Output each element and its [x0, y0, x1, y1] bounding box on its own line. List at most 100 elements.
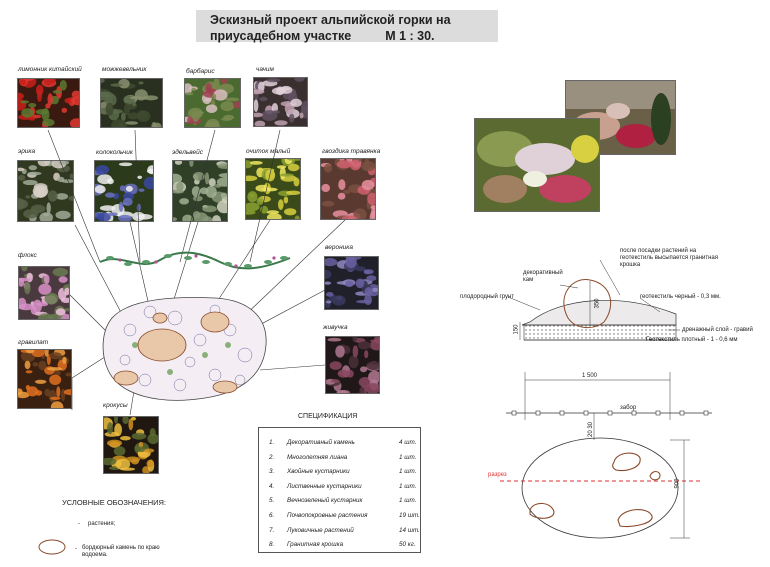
plant-photo-image [185, 79, 240, 127]
plant-photo-ochitok [245, 158, 301, 220]
legend-stone-mark: - [75, 546, 77, 552]
plant-label-mozhzhevelnik: можжевельник [102, 66, 147, 73]
plant-photo-image [18, 350, 71, 408]
plant-photo-veronika [324, 256, 379, 310]
dim-side: 20 30 [588, 421, 595, 438]
label-geotextile-dense: Геотекстиль плотный - 1 - 0,6 мм [646, 337, 738, 343]
vine [99, 251, 291, 270]
plant-photo-image [325, 257, 378, 309]
dim-350: 350 [594, 298, 601, 309]
label-fertile-soil: плодородный грунт [460, 294, 515, 300]
garden-photo-back [565, 80, 676, 155]
spec-row-number: 7. [269, 526, 275, 534]
spec-row-qty: 4 шт. [399, 439, 417, 446]
spec-row-name: Почвопокровные растения [287, 512, 368, 519]
label-after-planting: после посадки растений на геотекстиль вы… [620, 248, 719, 268]
plant-photo-image [19, 267, 69, 319]
plant-label-barbaris: барбарис [186, 68, 215, 75]
spec-row-name: Декоративный камень [287, 439, 355, 446]
plant-label-gvozdika: гвоздика травянка [322, 148, 381, 155]
leader-lines [47, 129, 346, 416]
plant-photo-barbaris [184, 78, 241, 128]
plant-label-veronika: вероника [325, 244, 353, 251]
spec-heading: СПЕЦИФИКАЦИЯ [298, 413, 358, 420]
plant-label-ochitok: очиток малый [246, 148, 291, 155]
garden-photo-front [474, 118, 600, 212]
label-cut: разрез [488, 472, 507, 478]
plant-photo-image [246, 159, 300, 219]
plant-photo-mozhzhevelnik [100, 78, 163, 128]
spec-row: 3. Хвойные кустарники 1 шт. [259, 465, 422, 479]
spec-row-number: 8. [269, 541, 275, 549]
plant-label-limonnik: лимонник китайский [18, 66, 82, 73]
plant-photo-gvozdika [320, 158, 376, 220]
spec-row: 1. Декоративный камень 4 шт. [259, 436, 422, 450]
plant-label-chachim: чачим [256, 66, 274, 73]
spec-row: 6. Почвопокровные растения 19 шт. [259, 509, 422, 523]
spec-row-qty: 50 кг. [399, 541, 416, 549]
spec-row: 2. Многолетняя лиана 1 шт. [259, 451, 422, 465]
plant-label-zhivuchka: живучка [323, 324, 348, 331]
label-geotextile-black: геотекстиль черный - 0,3 мм. [640, 294, 721, 300]
page-title: Эскизный проект альпийской горки на приу… [210, 12, 451, 44]
label-drain-layer: дренажный слой - гравий [682, 327, 753, 333]
plant-photo-gravilat [17, 349, 72, 409]
dim-900: 900 [674, 478, 681, 489]
legend-marks [38, 539, 66, 555]
spec-row: 5. Вечнозеленый кустарник 1 шт. [259, 494, 422, 508]
plant-photo-edelveys [172, 160, 228, 222]
plant-photo-kolokolchik [94, 160, 154, 222]
dim-150: 150 [513, 324, 520, 335]
spec-row-name: Многолетняя лиана [287, 453, 348, 461]
title-scale: М 1 : 30. [385, 29, 435, 43]
plant-label-krokusy: крокусы [103, 402, 128, 409]
plant-photo-image [173, 161, 227, 221]
rock-garden-plan [102, 297, 267, 401]
spec-row-number: 3. [269, 468, 275, 476]
spec-row: 4. Лиственные кустарники 1 шт. [259, 480, 422, 494]
spec-row-number: 5. [269, 497, 275, 505]
spec-row-qty: 1 шт. [399, 468, 417, 476]
label-decor-stone: декоративный кам [523, 270, 563, 283]
plant-photo-limonnik [17, 78, 80, 128]
spec-row-number: 6. [269, 512, 275, 519]
plant-label-kolokolchik: колокольчик [96, 149, 133, 156]
legend-plants-label: растения; [88, 521, 116, 527]
spec-row: 7. Луковичные растений 14 шт. [259, 524, 422, 538]
title-box [196, 10, 498, 42]
title-line2: приусадебном участке [210, 29, 352, 43]
legend-plant-mark: - [78, 521, 80, 527]
plant-photo-image [18, 79, 79, 127]
plant-label-erika: эрика [18, 148, 36, 155]
title-line1: Эскизный проект альпийской горки на [210, 13, 451, 27]
spec-row-name: Лиственные кустарники [287, 482, 362, 490]
spec-row-qty: 1 шт. [399, 453, 417, 461]
spec-row-qty: 19 шт. [399, 512, 420, 519]
plant-photo-image [104, 417, 158, 473]
plant-photo-image [254, 78, 307, 126]
spec-row-number: 1. [269, 439, 275, 446]
plant-photo-chachim [253, 77, 308, 127]
spec-row-name: Вечнозеленый кустарник [287, 497, 363, 505]
plant-label-floks: флокс [18, 252, 37, 259]
plant-label-edelveys: эдельвейс [172, 149, 204, 156]
spec-row-number: 2. [269, 453, 275, 461]
plant-photo-image [95, 161, 153, 221]
label-fence: забор [620, 405, 637, 411]
spec-table: 1. Декоративный камень 4 шт. 2. Многолетняя … [258, 427, 421, 553]
spec-row-name: Хвойные кустарники [287, 468, 350, 476]
dim-1500: 1 500 [582, 373, 598, 379]
plant-photo-image [101, 79, 162, 127]
spec-row-number: 4. [269, 482, 275, 490]
spec-row-name: Луковичные растений [287, 526, 354, 534]
spec-row-qty: 14 шт. [399, 526, 420, 534]
spec-row-qty: 1 шт. [399, 497, 417, 505]
legend-stone-label-2: водоема. [82, 552, 108, 558]
spec-row-qty: 1 шт. [399, 482, 417, 490]
legend-stone-label-1: бордюрный камень по краю [82, 545, 160, 551]
plant-photo-image [326, 337, 379, 393]
garden-photo-front-image [475, 119, 599, 211]
cross-section [507, 259, 680, 341]
